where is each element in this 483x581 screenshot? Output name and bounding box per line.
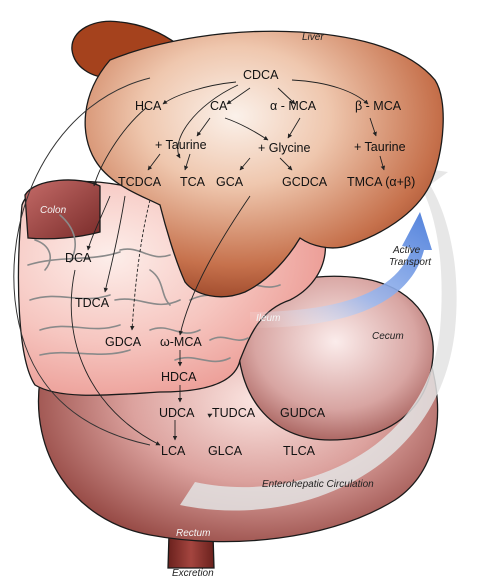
tcdca-label: TCDCA [118,175,162,189]
beta-mca-label: β - MCA [355,99,402,113]
ca-label: CA [210,99,228,113]
tlca-label: TLCA [283,444,316,458]
tca-label: TCA [180,175,206,189]
tmca-label: TMCA (α+β) [347,175,415,189]
liver-label: Liver [302,32,324,43]
ileum-label: Ileum [256,313,280,324]
tudca-label: TUDCA [212,406,256,420]
colon-label: Colon [40,205,67,216]
enterohepatic-label: Enterohepatic Circulation [262,479,374,490]
hdca-label: HDCA [161,370,197,384]
gcdca-label: GCDCA [282,175,328,189]
excretion-label: Excretion [172,568,214,579]
dca-label: DCA [65,251,92,265]
tdca-label: TDCA [75,296,110,310]
gudca-label: GUDCA [280,406,326,420]
lca-label: LCA [161,444,186,458]
cdca-label: CDCA [243,68,279,82]
gdca-label: GDCA [105,335,142,349]
active-transport-label-2: Transport [389,257,432,268]
rectum-label: Rectum [176,528,210,539]
active-transport-label-1: Active [392,245,421,256]
alpha-mca-label: α - MCA [270,99,317,113]
taurine-right-label: + Taurine [354,140,406,154]
glycine-label: + Glycine [258,141,311,155]
hca-label: HCA [135,99,162,113]
udca-label: UDCA [159,406,195,420]
glca-label: GLCA [208,444,243,458]
gca-label: GCA [216,175,244,189]
taurine-left-label: + Taurine [155,138,207,152]
omega-mca-label: ω-MCA [160,335,202,349]
cecum-label: Cecum [372,331,404,342]
